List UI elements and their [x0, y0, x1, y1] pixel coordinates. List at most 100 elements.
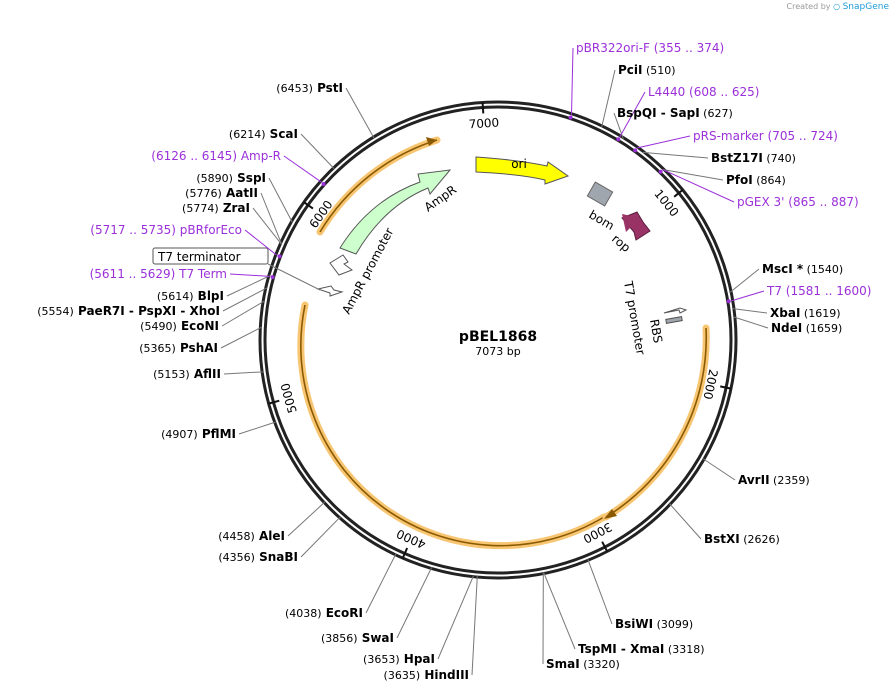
- site-label: (3856) SwaI: [321, 631, 394, 645]
- site-position: (510): [643, 64, 676, 77]
- site-label: (5614) BlpI: [157, 289, 224, 303]
- site-name: XhoI: [189, 304, 220, 318]
- site-label: (5490) EcoNI: [140, 319, 219, 333]
- site-position: (6214): [229, 128, 266, 141]
- site-label: BstZ17I (740): [711, 151, 796, 165]
- site-name: PfoI: [726, 173, 753, 187]
- site-leader: [437, 575, 474, 660]
- plasmid-length: 7073 bp: [475, 345, 520, 358]
- primer-label: L4440 (608 .. 625): [648, 85, 759, 99]
- cds-arc-left: [300, 304, 605, 547]
- primer-site-mark: [633, 148, 638, 153]
- site-leader: [226, 275, 271, 297]
- primer-label: (5611 .. 5629) T7 Term: [90, 267, 227, 281]
- site-separator: -: [617, 642, 630, 656]
- primer-name: Amp-R: [241, 149, 281, 163]
- primer-leader: [662, 169, 735, 203]
- backbone-inner-strand: [263, 105, 733, 575]
- primer-site-mark: [277, 254, 282, 259]
- site-position: (3856): [321, 632, 358, 645]
- site-label: (6214) ScaI: [229, 127, 298, 141]
- site-name: SnaBI: [259, 550, 298, 564]
- annotation-labels: PciI (510)BspQI - SapI (627)BstZ17I (740…: [37, 41, 871, 682]
- site-leader: [613, 112, 624, 139]
- site-name: HindIII: [424, 668, 469, 682]
- site-name: AflII: [194, 367, 221, 381]
- primer-name: T7 Term: [178, 267, 227, 281]
- primer-label: (5717 .. 5735) pBRforEco: [90, 223, 242, 237]
- tick-mark: [401, 547, 409, 559]
- site-leader: [221, 300, 265, 327]
- primer-leader: [636, 135, 691, 149]
- site-leader: [471, 576, 478, 676]
- site-leader: [396, 567, 433, 639]
- t7-terminator-leader: [267, 263, 321, 291]
- primer-leader: [571, 47, 574, 115]
- site-label: BstXI (2626): [704, 532, 780, 546]
- primer-range: (1581 .. 1600): [782, 284, 872, 298]
- site-position: (3653): [363, 653, 400, 666]
- label-leaders: [220, 47, 769, 676]
- tick-mark: [303, 201, 314, 210]
- site-position: (627): [700, 107, 733, 120]
- site-position: (3099): [653, 618, 693, 631]
- primer-label: (6126 .. 6145) Amp-R: [151, 149, 281, 163]
- site-name: AleI: [259, 529, 285, 543]
- site-label: PciI (510): [618, 63, 676, 77]
- site-leader: [543, 572, 576, 650]
- site-position: (3320): [580, 658, 620, 671]
- site-separator: -: [657, 106, 670, 120]
- site-label: XbaI (1619): [770, 306, 840, 320]
- site-leader: [300, 133, 335, 170]
- site-label: AvrII (2359): [738, 473, 810, 487]
- primer-label: pGEX 3' (865 .. 887): [737, 195, 859, 209]
- site-position: (740): [763, 152, 796, 165]
- site-position: (5365): [139, 342, 176, 355]
- site-name: SmaI: [546, 657, 580, 671]
- ori-feature: [475, 156, 570, 185]
- site-leader: [300, 516, 341, 558]
- primer-site-mark: [568, 115, 573, 120]
- site-label: (3653) HpaI: [363, 652, 435, 666]
- site-label: SmaI (3320): [546, 657, 620, 671]
- site-position: (5614): [157, 290, 194, 303]
- site-name: BstZ17I: [711, 151, 763, 165]
- primer-leader: [283, 155, 322, 183]
- site-leader: [669, 503, 702, 540]
- site-leader: [702, 458, 736, 481]
- site-position: (4458): [218, 530, 255, 543]
- site-name: PaeR7I: [78, 304, 125, 318]
- site-position: (4038): [285, 607, 322, 620]
- cds-arc-left-glow: [297, 301, 608, 550]
- site-position: (5554): [37, 305, 74, 318]
- site-position: (1540): [803, 263, 843, 276]
- site-name: EcoRI: [326, 606, 363, 620]
- site-leader: [733, 316, 769, 329]
- site-leader: [238, 421, 276, 435]
- site-label: (4907) PflMI: [161, 427, 236, 441]
- site-label: (5890) SspI: [196, 171, 266, 185]
- site-name: MscI *: [762, 262, 804, 276]
- primer-site-mark: [321, 182, 326, 187]
- tick-label: 7000: [468, 115, 499, 131]
- rop-label: rop: [609, 232, 633, 255]
- tick-mark: [673, 189, 684, 198]
- brand-name: SnapGene: [842, 2, 889, 12]
- tick-mark: [601, 541, 609, 552]
- site-position: (5776): [185, 187, 222, 200]
- site-name: PspXI: [138, 304, 176, 318]
- site-position: (2626): [740, 533, 780, 546]
- site-label: (6453) PstI: [276, 81, 343, 95]
- site-label: (5776) AatII: [185, 186, 258, 200]
- primer-range: (355 .. 374): [650, 41, 724, 55]
- t7-terminator-label: T7 terminator: [157, 250, 241, 264]
- site-label: (5365) PshAI: [139, 341, 218, 355]
- site-name: AvrII: [738, 473, 770, 487]
- primer-range: (6126 .. 6145): [151, 149, 241, 163]
- primer-range: (5717 .. 5735): [90, 223, 180, 237]
- site-name: TspMI: [578, 642, 617, 656]
- site-position: (5153): [153, 368, 190, 381]
- site-leader: [287, 501, 326, 537]
- site-name: PstI: [317, 81, 343, 95]
